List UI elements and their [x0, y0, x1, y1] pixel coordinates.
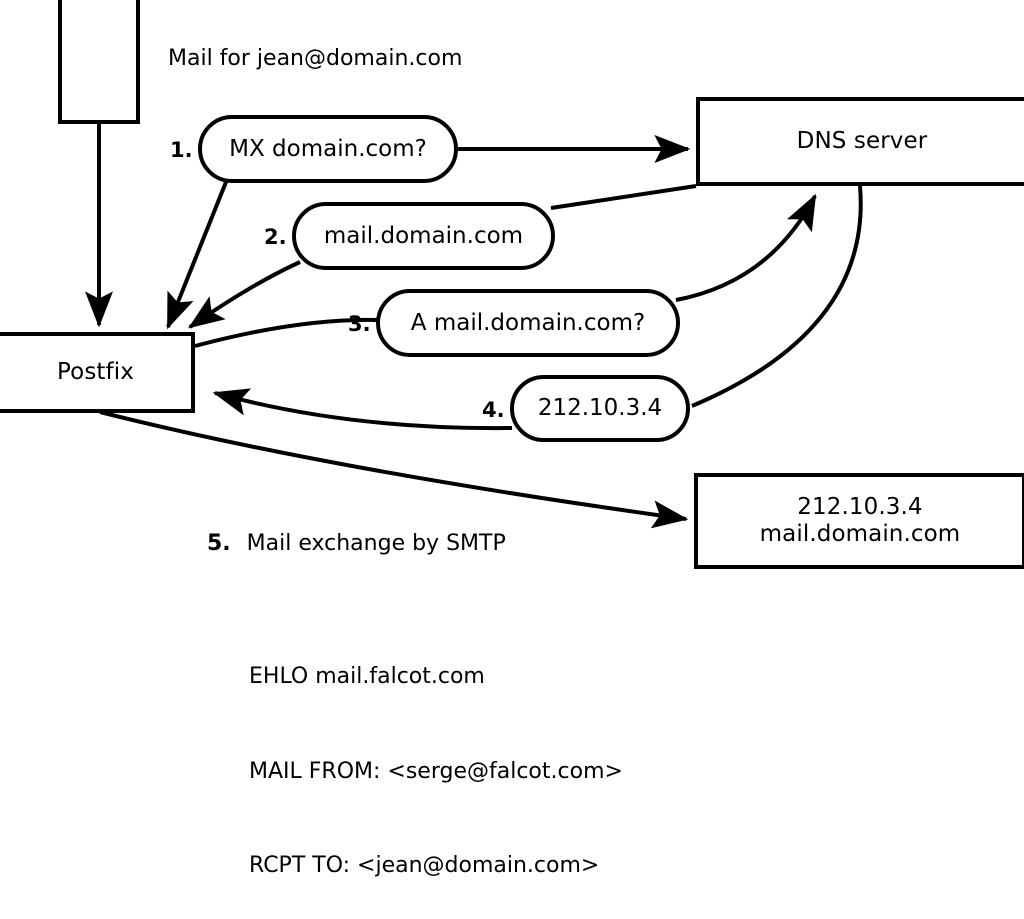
dns-server-node: DNS server: [696, 97, 1024, 186]
wire-dns-to-step2: [550, 184, 697, 210]
step-5-number: 5.: [207, 531, 231, 556]
mail-server-node-label: 212.10.3.4 mail.domain.com: [759, 493, 961, 547]
smtp-transcript: EHLO mail.falcot.com MAIL FROM: <serge@f…: [249, 598, 623, 919]
step-1-number: 1.: [170, 138, 193, 162]
wire-step3-to-dns: [675, 193, 817, 302]
step-5-label: Mail exchange by SMTP: [246, 531, 506, 556]
step-5-heading: 5. Mail exchange by SMTP: [207, 531, 506, 556]
transcript-line: EHLO mail.falcot.com: [249, 664, 485, 689]
wire-step2-to-postfix: [188, 260, 301, 329]
step-1-label: MX domain.com?: [229, 135, 427, 162]
step-4-label: 212.10.3.4: [537, 395, 663, 421]
step-1-bubble: MX domain.com?: [198, 115, 458, 183]
step-2-bubble: mail.domain.com: [292, 202, 555, 270]
wire-dns-to-step4: [691, 185, 863, 408]
dns-server-node-label: DNS server: [796, 127, 928, 154]
transcript-line: RCPT TO: <jean@domain.com>: [249, 853, 600, 878]
wire-postfix-to-step1: [166, 181, 228, 330]
wire-step4-to-postfix: [212, 388, 513, 431]
step-2-label: mail.domain.com: [323, 222, 524, 249]
step-4-number: 4.: [482, 398, 505, 422]
step-4-bubble: 212.10.3.4: [510, 375, 690, 442]
postfix-node-label: Postfix: [57, 358, 134, 385]
transcript-line: MAIL FROM: <serge@falcot.com>: [249, 758, 623, 784]
mail-server-node: 212.10.3.4 mail.domain.com: [694, 473, 1024, 569]
mail-for-note: Mail for jean@domain.com: [168, 46, 463, 71]
step-3-label: A mail.domain.com?: [410, 309, 646, 336]
step-3-bubble: A mail.domain.com?: [376, 289, 680, 357]
step-2-number: 2.: [264, 225, 287, 249]
postfix-node: Postfix: [0, 332, 195, 413]
sender-node: [58, 0, 140, 124]
step-3-number: 3.: [348, 312, 371, 336]
